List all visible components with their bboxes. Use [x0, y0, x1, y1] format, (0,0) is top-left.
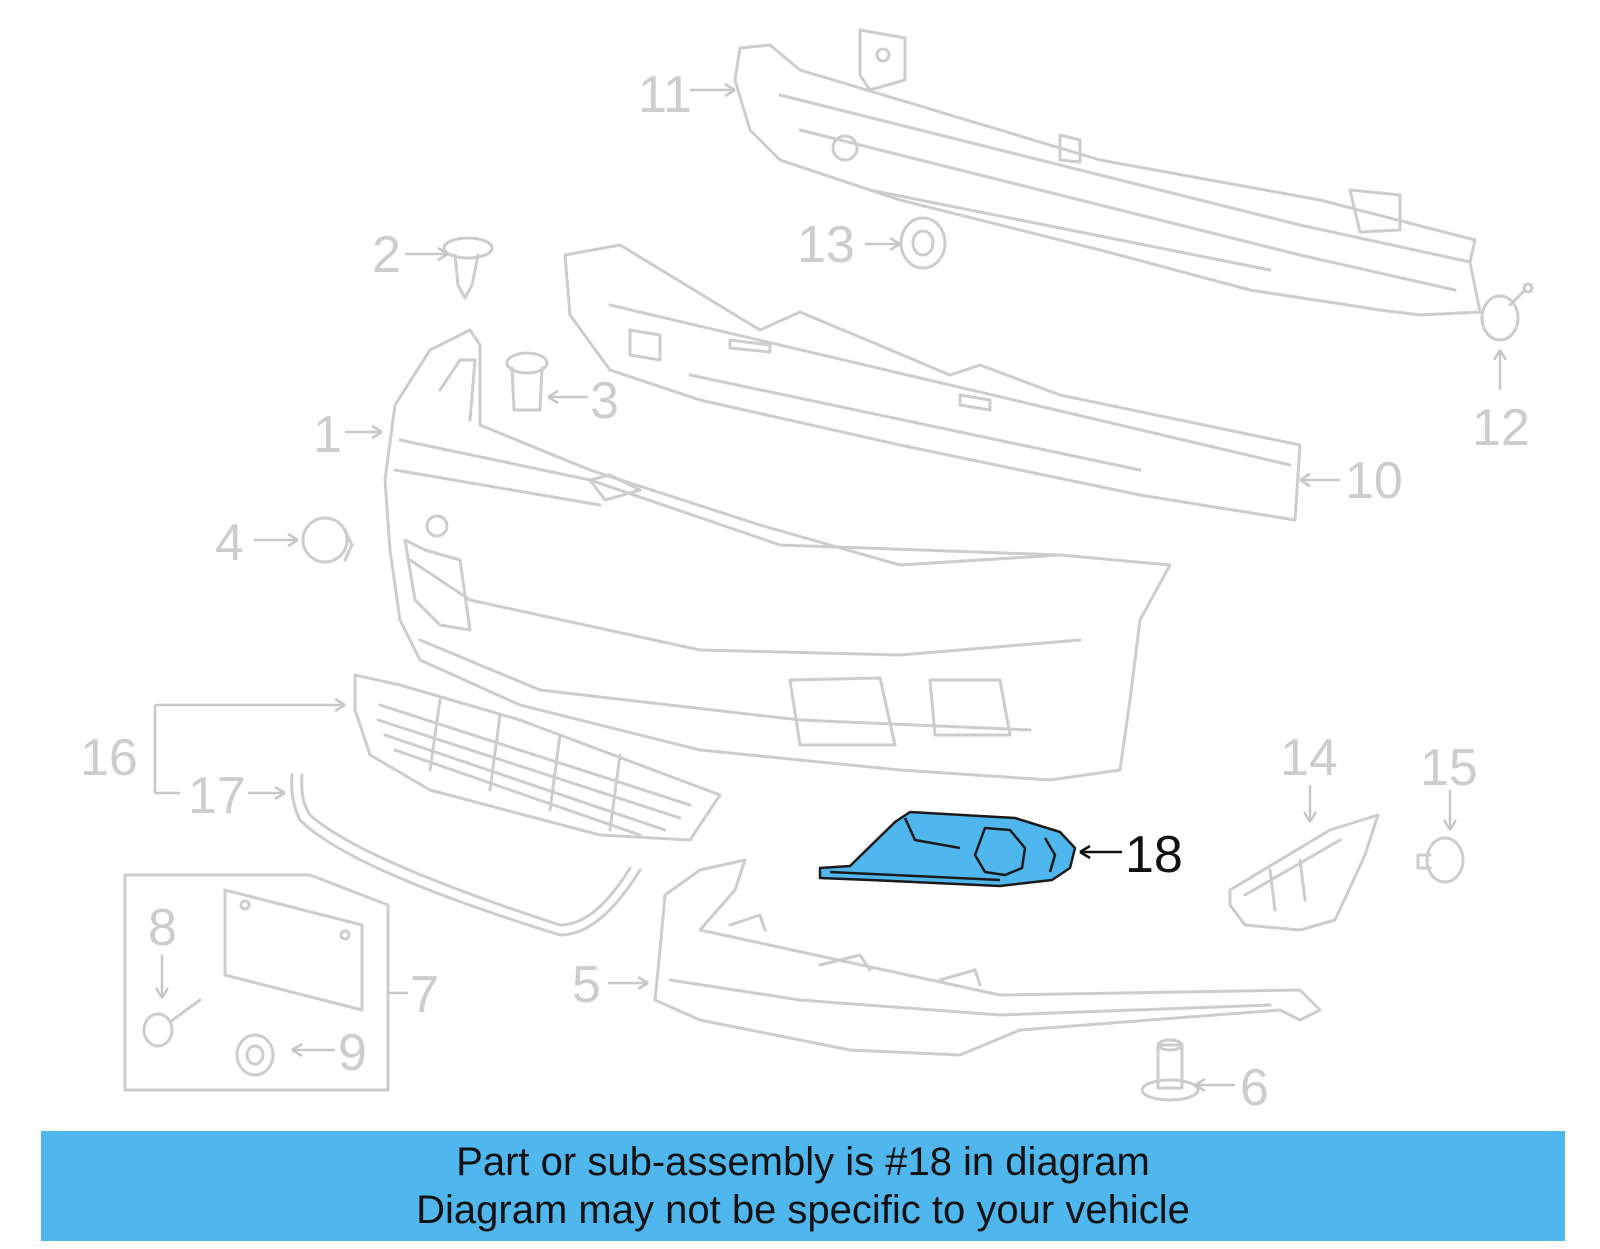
part-10-energy-absorber [563, 243, 1302, 522]
part-11-reinforcement-bar [733, 28, 1482, 317]
part-1-bumper-cover [383, 328, 1172, 782]
part-7-license-bracket-group [123, 873, 390, 1092]
part-13-grommet [899, 216, 947, 270]
part-2-push-clip [442, 236, 494, 300]
callout-15: 15 [1420, 739, 1478, 797]
callout-4: 4 [215, 514, 244, 572]
callout-9: 9 [338, 1024, 367, 1082]
part-18-fog-lamp-trim [818, 810, 1077, 888]
callout-13: 13 [797, 216, 855, 274]
part-17-molding-strip [290, 773, 642, 937]
callout-8: 8 [148, 899, 177, 957]
part-16-lower-grille [353, 673, 722, 842]
callout-10: 10 [1345, 452, 1403, 510]
part-5-lower-spoiler [653, 858, 1322, 1057]
part-15-push-pin [1416, 836, 1465, 884]
leader-line-18 [1079, 844, 1122, 860]
part-12-bolt [1480, 282, 1534, 342]
callout-7: 7 [410, 966, 439, 1024]
callout-12: 12 [1472, 399, 1530, 457]
callout-2: 2 [372, 226, 401, 284]
callout-6: 6 [1240, 1059, 1269, 1117]
part-14-bracket [1228, 813, 1380, 932]
callout-17: 17 [188, 767, 246, 825]
callout-1: 1 [313, 406, 342, 464]
callout-11: 11 [638, 66, 692, 124]
callout-16: 16 [80, 729, 138, 787]
callout-5: 5 [572, 956, 601, 1014]
callout-labels: 11 2 13 3 1 12 10 4 16 14 15 17 18 8 7 5… [80, 66, 1530, 1117]
leader-lines [153, 82, 1508, 1093]
banner-line-1: Part or sub-assembly is #18 in diagram [456, 1140, 1150, 1184]
callout-3: 3 [590, 372, 619, 430]
info-banner: Part or sub-assembly is #18 in diagram D… [41, 1131, 1565, 1241]
part-4-cap [301, 516, 354, 564]
banner-line-2: Diagram may not be specific to your vehi… [416, 1188, 1190, 1232]
part-6-clip [1140, 1038, 1200, 1102]
callout-18: 18 [1125, 826, 1183, 884]
callout-14: 14 [1280, 729, 1338, 787]
part-3-clip-nut [505, 351, 549, 412]
